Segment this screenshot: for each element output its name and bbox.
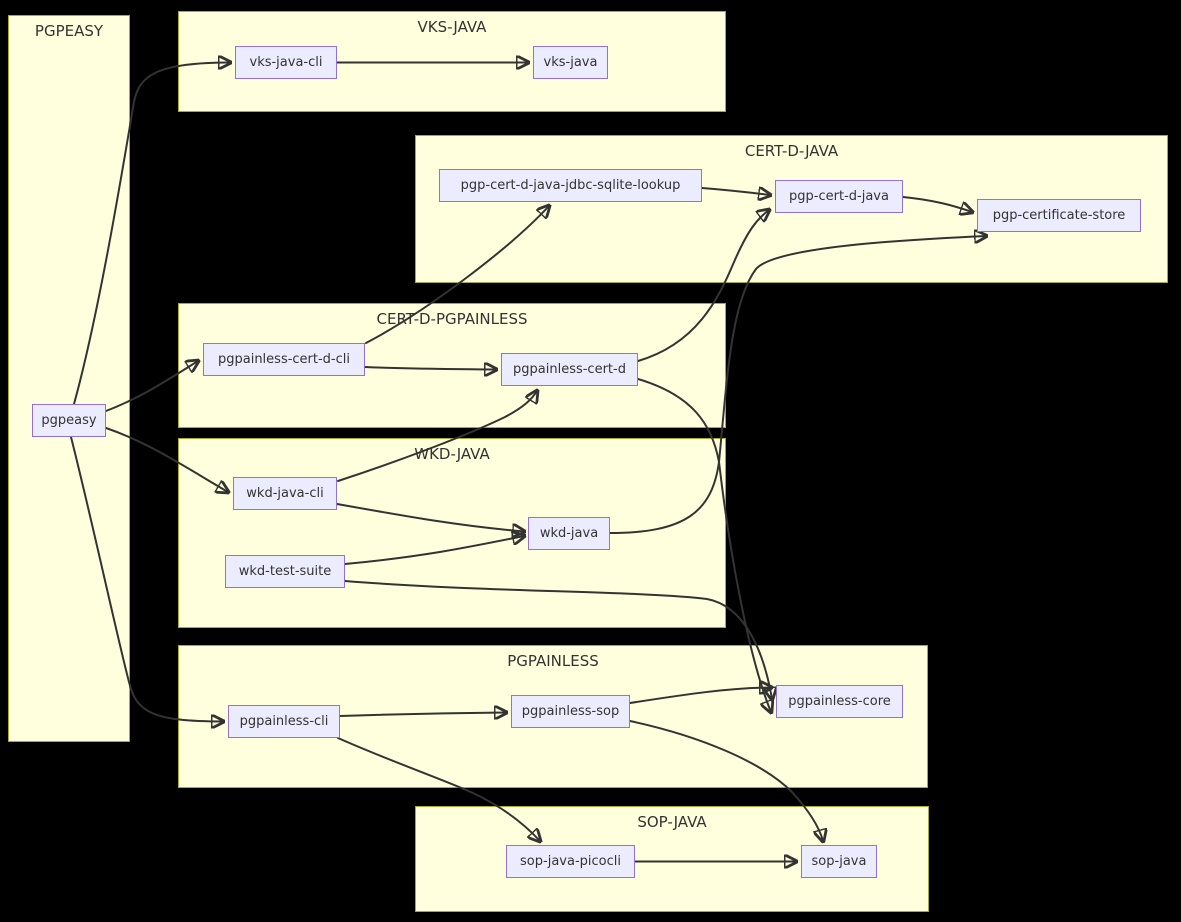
node-wkd-java: wkd-java <box>528 517 610 550</box>
edge-pgpainless-cert-d-to-pgp-cert-d-java <box>637 210 769 362</box>
group-label-pgpainless: PGPAINLESS <box>507 652 599 670</box>
node-pgpainless-cert-d: pgpainless-cert-d <box>501 353 638 386</box>
node-sop-java: sop-java <box>801 845 877 878</box>
edge-wkd-test-suite-to-wkd-java <box>344 536 524 565</box>
edge-wkd-test-suite-to-pgpainless-core <box>344 580 772 699</box>
node-pgpainless-core: pgpainless-core <box>776 685 903 718</box>
edge-pgpeasy-to-pgpainless-cli <box>70 436 223 722</box>
node-pgpainless-cert-d-cli: pgpainless-cert-d-cli <box>203 343 365 376</box>
edge-wkd-java-cli-to-wkd-java <box>336 503 524 532</box>
node-vks-java-cli: vks-java-cli <box>235 46 337 79</box>
group-label-cert-d-java: CERT-D-JAVA <box>744 142 839 160</box>
edge-pgpainless-cli-to-pgpainless-sop <box>339 713 506 717</box>
node-sop-java-picocli: sop-java-picocli <box>506 845 635 878</box>
node-pgpainless-cli: pgpainless-cli <box>228 705 340 738</box>
node-wkd-test-suite: wkd-test-suite <box>225 555 345 588</box>
edge-pgpainless-sop-to-sop-java <box>629 720 823 841</box>
edge-pgpainless-cert-d-to-pgpainless-core <box>637 378 771 712</box>
group-label-pgpeasy: PGPEASY <box>34 22 104 40</box>
edge-pgpainless-sop-to-pgpainless-core <box>629 688 771 704</box>
node-pgp-cert-d-java-jdbc-sqlite-lookup: pgp-cert-d-java-jdbc-sqlite-lookup <box>439 169 702 202</box>
edge-wkd-java-cli-to-pgpainless-cert-d <box>337 391 537 482</box>
node-vks-java: vks-java <box>533 46 608 79</box>
group-pgpeasy: PGPEASY <box>8 15 130 742</box>
group-label-vks-java: VKS-JAVA <box>417 18 487 36</box>
edge-pgpainless-cli-to-sop-java-picocli <box>337 737 540 841</box>
group-label-sop-java: SOP-JAVA <box>637 813 707 831</box>
group-label-wkd-java: WKD-JAVA <box>414 445 490 463</box>
edge-wkd-java-to-pgp-certificate-store <box>609 236 986 534</box>
edge-pgpeasy-to-wkd-java-cli <box>105 427 228 492</box>
node-wkd-java-cli: wkd-java-cli <box>233 477 337 510</box>
node-pgpeasy: pgpeasy <box>32 404 106 437</box>
node-pgp-cert-d-java: pgp-cert-d-java <box>775 180 903 213</box>
edge-pgpainless-cert-d-cli-to-jdbc-sqlite-lookup <box>365 206 549 344</box>
node-pgpainless-sop: pgpainless-sop <box>511 695 630 728</box>
edge-pgpeasy-to-pgpainless-cert-d-cli <box>105 361 198 412</box>
edge-jdbc-sqlite-lookup-to-pgp-cert-d-java <box>701 188 770 195</box>
edge-pgp-cert-d-java-to-pgp-certificate-store <box>902 196 972 212</box>
edge-pgpeasy-to-vks-java-cli <box>73 63 230 405</box>
edge-pgpainless-cert-d-cli-to-pgpainless-cert-d <box>364 367 496 370</box>
node-pgp-certificate-store: pgp-certificate-store <box>977 199 1141 232</box>
